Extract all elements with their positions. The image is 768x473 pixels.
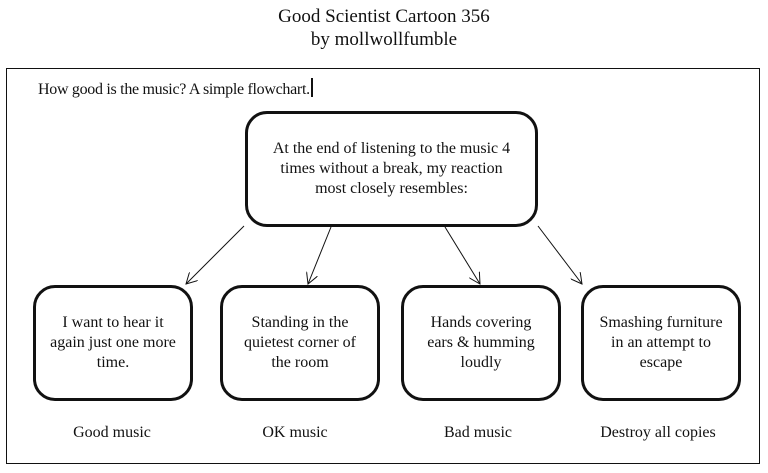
reaction-node-ok: Standing in the quietest corner of the r… <box>220 285 380 401</box>
verdict-bad: Bad music <box>444 424 512 441</box>
cartoon-frame <box>6 68 760 464</box>
cartoon-byline: by mollwollfumble <box>310 29 458 50</box>
question-node: At the end of listening to the music 4 t… <box>245 111 538 227</box>
reaction-node-good: I want to hear it again just one more ti… <box>33 285 193 401</box>
caption-text: How good is the music? A simple flowchar… <box>38 81 310 98</box>
reaction-text: Smashing furniture in an attempt to esca… <box>599 314 723 371</box>
reaction-node-destroy: Smashing furniture in an attempt to esca… <box>581 285 741 401</box>
question-text: At the end of listening to the music 4 t… <box>272 140 511 197</box>
reaction-node-bad: Hands covering ears & humming loudly <box>401 285 561 401</box>
reaction-text: Standing in the quietest corner of the r… <box>244 314 356 371</box>
reaction-text: Hands covering ears & humming loudly <box>427 314 535 371</box>
verdict-ok: OK music <box>262 424 328 441</box>
flowchart-caption: How good is the music? A simple flowchar… <box>38 78 313 100</box>
reaction-text: I want to hear it again just one more ti… <box>50 314 176 371</box>
verdict-good: Good music <box>73 424 151 441</box>
cartoon-title: Good Scientist Cartoon 356 <box>278 6 490 27</box>
text-cursor <box>310 78 313 97</box>
verdict-destroy: Destroy all copies <box>600 424 716 441</box>
